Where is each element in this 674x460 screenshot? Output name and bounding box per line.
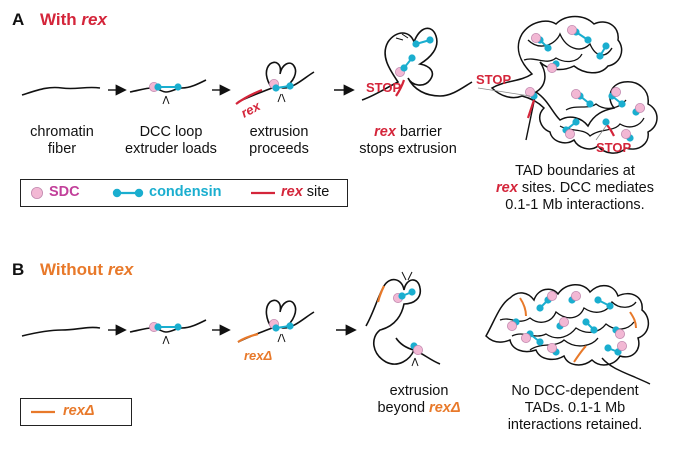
- condensin-dumbbell-icon: [112, 188, 144, 198]
- extrusion-beyond-b: [365, 271, 441, 367]
- legend-rex-site-label: rex site: [281, 184, 330, 200]
- extrusion-proceeds-b: rexΔ: [237, 299, 315, 363]
- dcc-loading-b: [129, 319, 207, 345]
- no-tad-domains-b: [485, 284, 651, 385]
- svg-text:STOP: STOP: [476, 72, 511, 87]
- rex-delta-label: rexΔ: [244, 348, 273, 363]
- rex-site-line-icon: [251, 191, 275, 195]
- legend-rex-delta-label: rexΔ: [63, 403, 95, 419]
- legend-condensin-label: condensin: [149, 184, 222, 200]
- sdc-circle-icon: [31, 187, 43, 199]
- legend-b: rexΔ: [20, 398, 132, 426]
- chromatin-fiber-b: [21, 326, 101, 337]
- legend-sdc-label: SDC: [49, 184, 80, 200]
- extrusion-proceeds-a: rex: [235, 61, 315, 121]
- stop-label: STOP: [366, 80, 401, 95]
- chromatin-fiber-a: [21, 86, 101, 96]
- svg-text:STOP: STOP: [596, 140, 631, 155]
- panel-a-letter: A: [12, 10, 25, 29]
- panel-a-title: With rex: [40, 10, 107, 29]
- tad-domains-a: STOP STOP: [476, 15, 658, 155]
- rex-barrier-a: STOP: [361, 27, 473, 101]
- panel-b-title: Without rex: [40, 260, 134, 279]
- rex-delta-line-icon: [31, 410, 55, 414]
- dcc-loading-a: [129, 79, 207, 105]
- panel-b-letter: B: [12, 260, 25, 279]
- condensin-dumbbell-icon: [154, 83, 162, 91]
- rex-site-label: rex: [238, 98, 263, 121]
- legend-a: SDC condensin rex site: [20, 179, 348, 207]
